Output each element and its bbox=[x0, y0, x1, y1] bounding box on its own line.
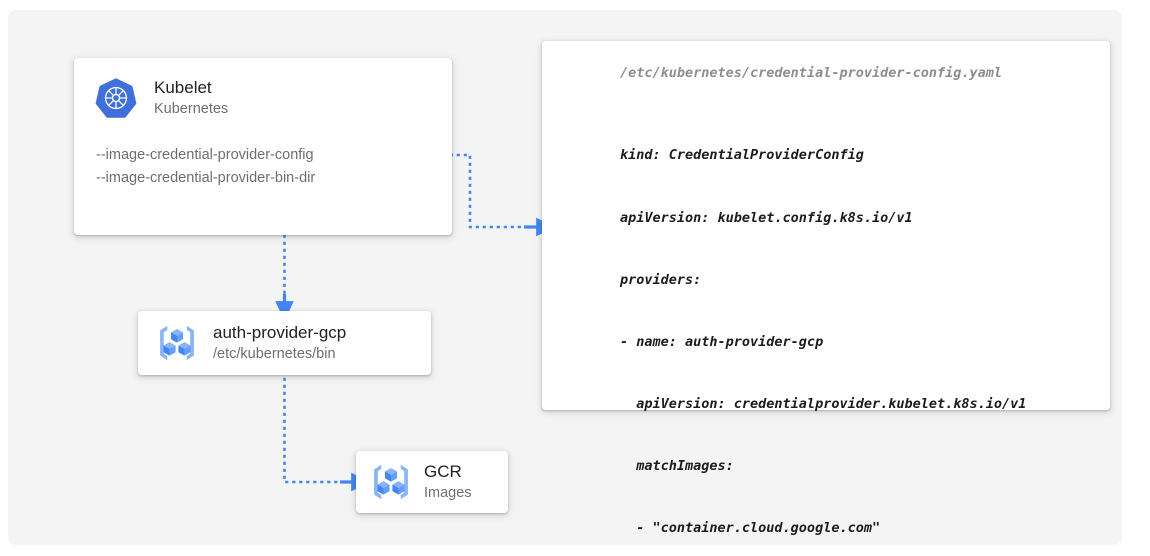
yaml-code-block: kind: CredentialProviderConfig apiVersio… bbox=[620, 104, 1084, 556]
kubelet-header: Kubelet Kubernetes bbox=[94, 76, 432, 120]
yaml-line: kind: CredentialProviderConfig bbox=[620, 147, 864, 164]
kubernetes-icon bbox=[95, 78, 137, 118]
node-card-auth-provider-gcp[interactable]: auth-provider-gcp /etc/kubernetes/bin bbox=[138, 311, 431, 375]
gcr-text: GCR Images bbox=[424, 460, 472, 504]
gcr-title: GCR bbox=[424, 461, 462, 481]
container-registry-icon bbox=[160, 325, 194, 361]
auth-provider-subtitle: /etc/kubernetes/bin bbox=[213, 345, 336, 362]
connector-kubelet-config-to-yaml bbox=[407, 153, 556, 237]
yaml-file-path: /etc/kubernetes/credential-provider-conf… bbox=[620, 65, 1003, 81]
yaml-line: - "container.cloud.google.com" bbox=[620, 520, 881, 537]
node-card-kubelet[interactable]: Kubelet Kubernetes --image-credential-pr… bbox=[74, 58, 452, 235]
cube-bottom-left bbox=[163, 342, 176, 356]
kubelet-flag-bin-dir: --image-credential-provider-bin-dir bbox=[96, 170, 316, 186]
yaml-line: apiVersion: kubelet.config.k8s.io/v1 bbox=[620, 209, 913, 226]
kubelet-title: Kubelet bbox=[154, 77, 212, 97]
cube-bottom-right bbox=[392, 481, 405, 495]
gcr-header: GCR Images bbox=[368, 459, 472, 505]
gcr-subtitle: Images bbox=[424, 484, 472, 501]
yaml-line: providers: bbox=[620, 271, 702, 288]
cube-top bbox=[384, 468, 398, 482]
kubelet-text: Kubelet Kubernetes bbox=[154, 76, 228, 120]
kubelet-flag-list: --image-credential-provider-config --ima… bbox=[94, 144, 432, 190]
yaml-line: matchImages: bbox=[620, 457, 734, 474]
auth-provider-title: auth-provider-gcp bbox=[213, 322, 347, 342]
node-card-gcr[interactable]: GCR Images bbox=[356, 451, 508, 513]
kubelet-flag-config: --image-credential-provider-config bbox=[96, 147, 314, 163]
kubelet-subtitle: Kubernetes bbox=[154, 100, 229, 117]
cube-top bbox=[170, 329, 184, 343]
yaml-line: apiVersion: credentialprovider.kubelet.k… bbox=[620, 395, 1027, 412]
cube-bottom-left bbox=[377, 481, 390, 495]
container-registry-icon bbox=[374, 464, 408, 500]
auth-provider-header: auth-provider-gcp /etc/kubernetes/bin bbox=[154, 320, 346, 366]
auth-provider-text: auth-provider-gcp /etc/kubernetes/bin bbox=[213, 321, 346, 365]
yaml-line: - name: auth-provider-gcp bbox=[620, 333, 824, 350]
cube-bottom-right bbox=[178, 342, 191, 356]
yaml-config-panel[interactable]: /etc/kubernetes/credential-provider-conf… bbox=[542, 41, 1110, 536]
connector-auth-provider-to-gcr bbox=[283, 377, 371, 492]
